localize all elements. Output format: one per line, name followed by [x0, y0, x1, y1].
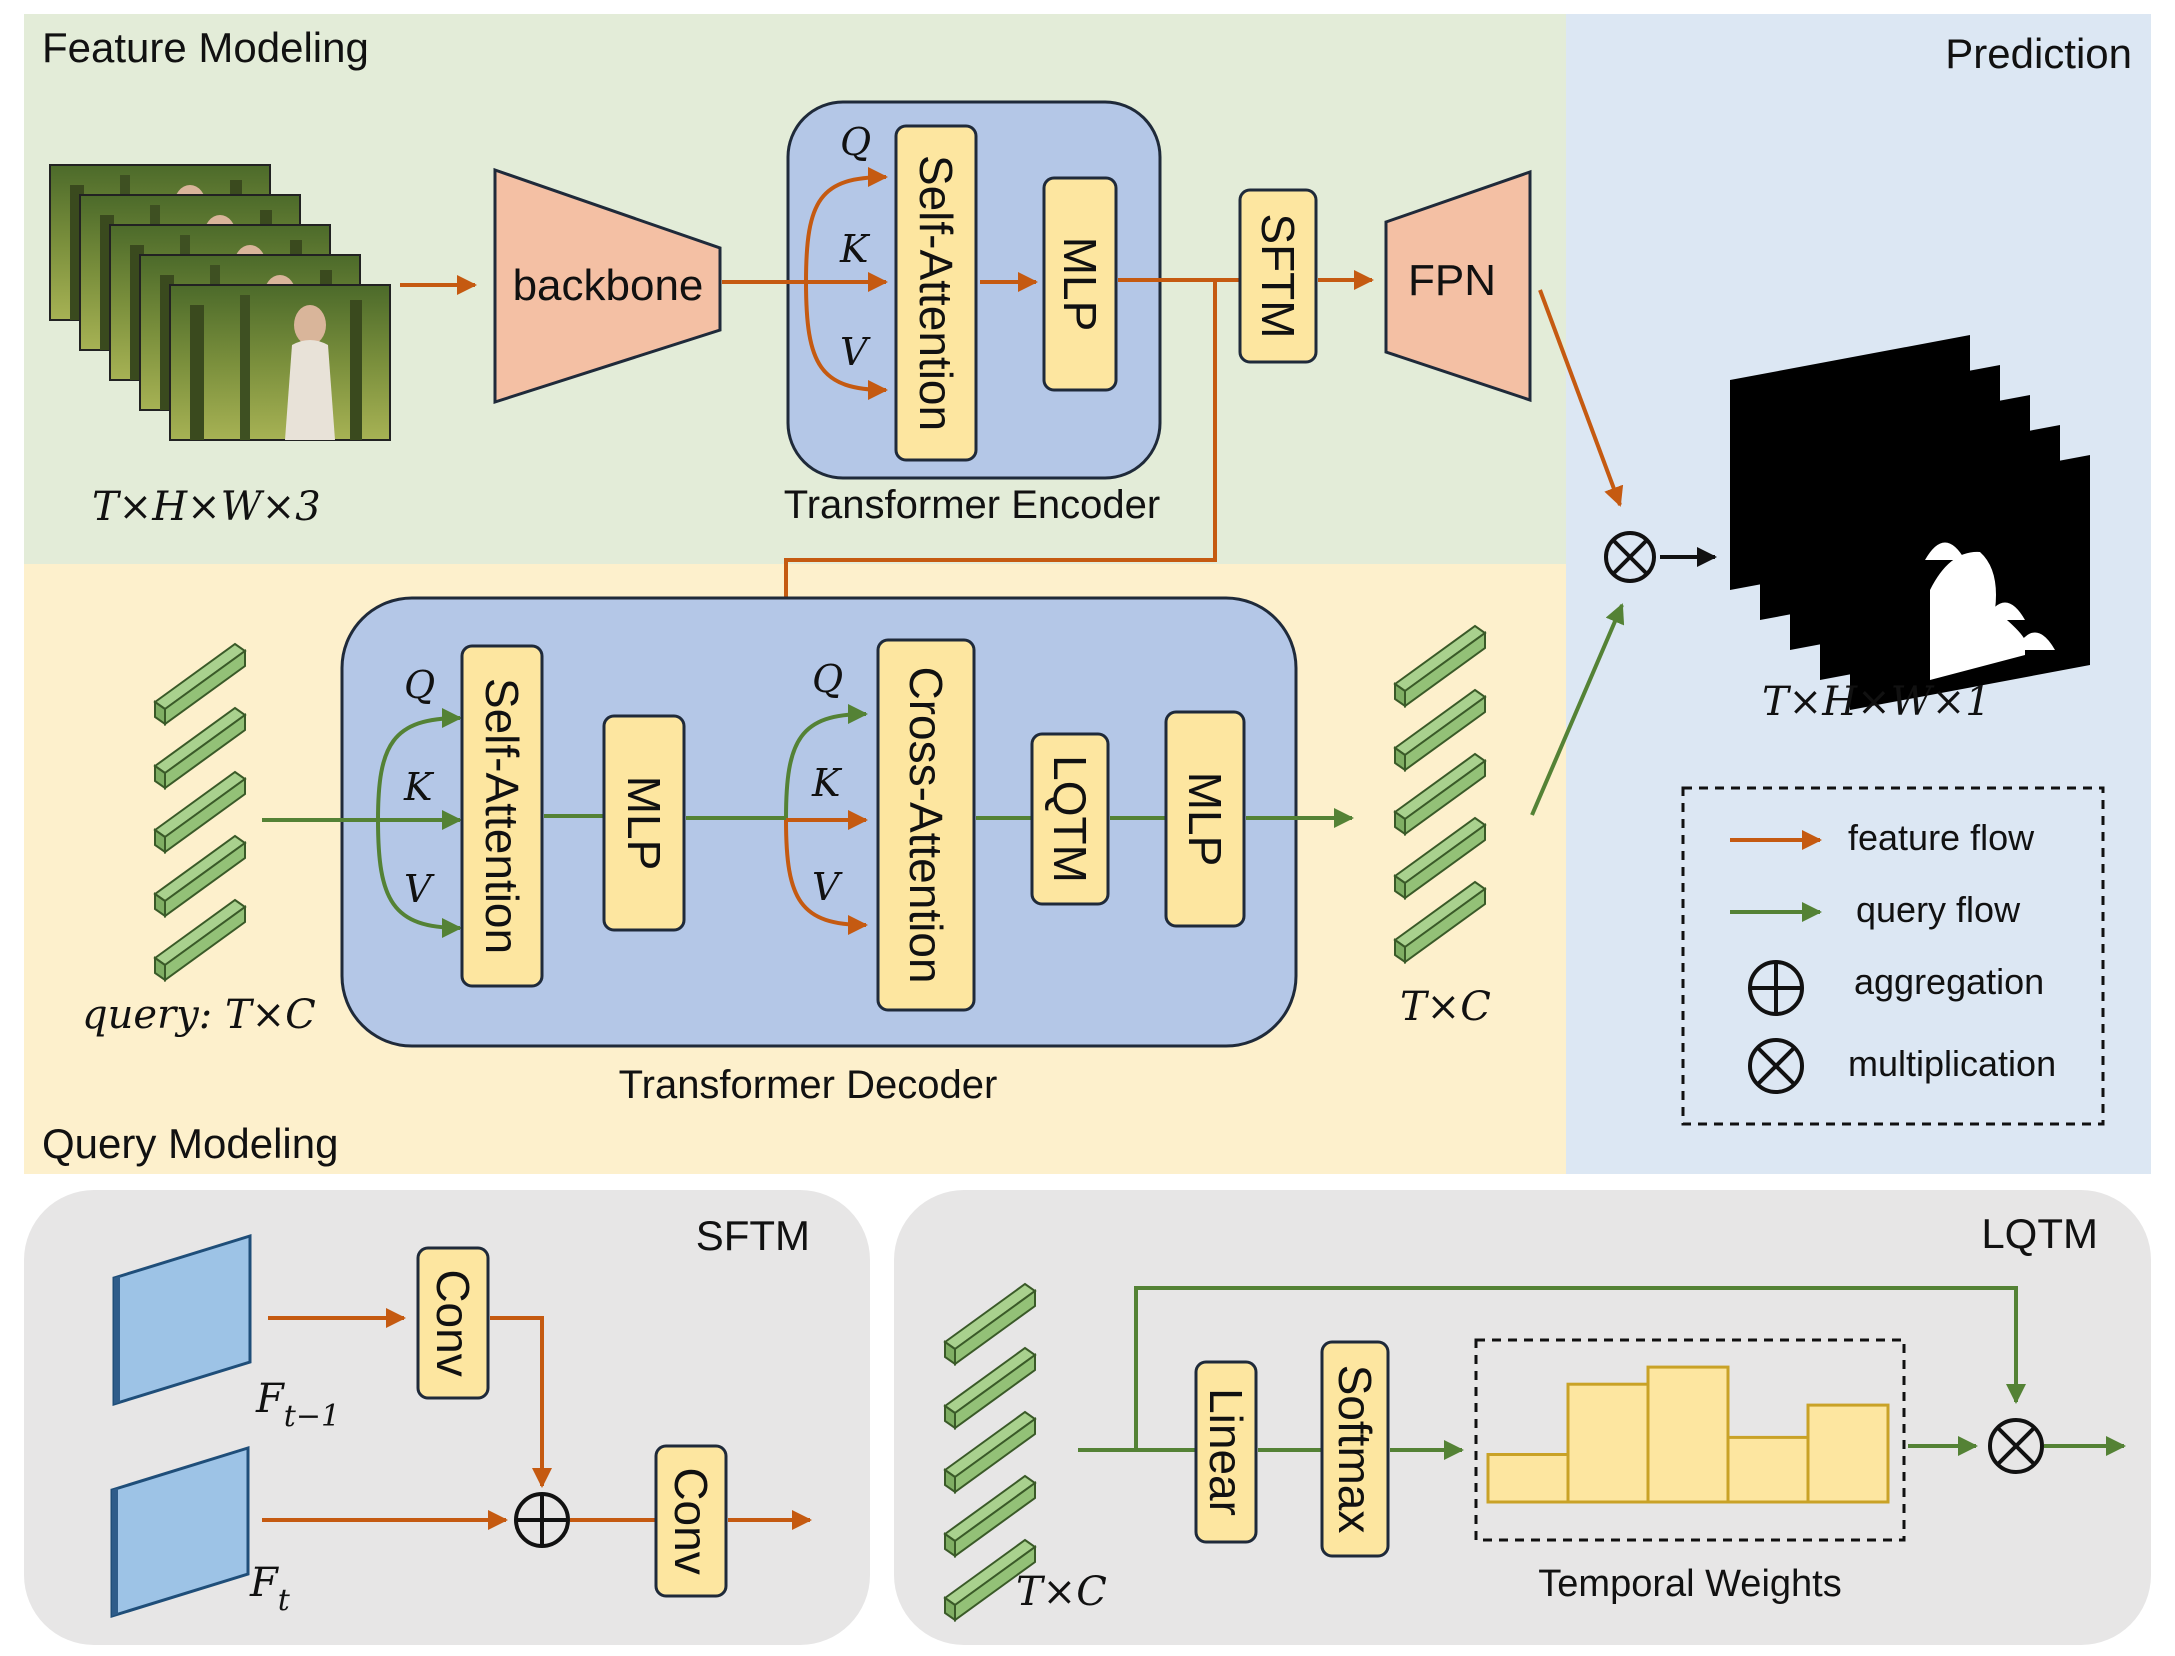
encoder-mlp-label: MLP — [1054, 237, 1106, 332]
decoder-mlp1-block — [602, 714, 686, 932]
query-output-dims: T×C — [1400, 984, 1491, 1030]
decoder-mlp1-label: MLP — [618, 776, 670, 871]
decoder-v1-label: V — [404, 867, 435, 911]
output-masks — [1730, 335, 2090, 710]
prediction-title: Prediction — [1945, 30, 2132, 77]
temporal-weights-box — [1474, 1338, 1906, 1542]
decoder-q2-branch — [784, 704, 868, 819]
temporal-weights-bars — [1486, 1365, 1890, 1504]
decoder-q1-branch — [376, 708, 462, 821]
feature-map-cur — [110, 1445, 250, 1619]
sftm-conv1-block — [416, 1246, 490, 1400]
arrow-conv1-to-agg — [490, 1316, 552, 1488]
decoder-q2-label: Q — [812, 657, 843, 701]
cross-attention-block — [876, 638, 976, 1012]
lqtm-multiply-icon — [1988, 1418, 2044, 1474]
arrow-query-to-mult — [1530, 603, 1625, 816]
linear-label: Linear — [1200, 1388, 1252, 1516]
lqtm-dims-label: T×C — [1016, 1569, 1107, 1615]
decoder-q1-label: Q — [404, 663, 435, 707]
lqtm-module-title: LQTM — [1981, 1210, 2098, 1257]
softmax-block — [1320, 1340, 1390, 1558]
encoder-q-branch — [804, 167, 888, 283]
temporal-weight-bar — [1486, 1453, 1570, 1504]
encoder-v-label: V — [840, 330, 871, 374]
sftm-block-label: SFTM — [1252, 213, 1304, 338]
feature-map-prev — [112, 1233, 252, 1407]
sftm-conv2-label: Conv — [665, 1467, 717, 1574]
input-dims-label: T×H×W×3 — [92, 484, 321, 530]
multiplication-icon — [1748, 1038, 1804, 1094]
query-modeling-title: Query Modeling — [42, 1120, 338, 1167]
legend-query-flow-label: query flow — [1856, 889, 2021, 930]
decoder-k2-label: K — [811, 761, 843, 805]
softmax-label: Softmax — [1329, 1365, 1381, 1534]
encoder-self-attention-block — [894, 124, 978, 462]
legend-feature-flow-label: feature flow — [1848, 817, 2035, 858]
feature-modeling-title: Feature Modeling — [42, 24, 369, 71]
legend-multiplication-label: multiplication — [1848, 1043, 2056, 1084]
sftm-aggregation-icon — [514, 1492, 570, 1548]
sftm-block — [1238, 188, 1318, 364]
lqtm-block-label: LQTM — [1044, 755, 1096, 883]
multiply-icon — [1604, 531, 1656, 583]
cross-attention-label: Cross-Attention — [900, 666, 952, 983]
backbone-trapezoid — [493, 167, 722, 405]
f-cur-label: Ft — [249, 1560, 291, 1618]
lqtm-block — [1030, 732, 1110, 906]
decoder-title: Transformer Decoder — [619, 1063, 998, 1107]
decoder-mlp2-block — [1164, 710, 1246, 928]
decoder-mlp2-label: MLP — [1179, 772, 1231, 867]
temporal-weight-bar — [1726, 1435, 1810, 1504]
temporal-weights-label: Temporal Weights — [1538, 1563, 1841, 1605]
aggregation-icon — [1748, 960, 1804, 1016]
query-input-label: query: T×C — [82, 992, 316, 1038]
encoder-q-label: Q — [840, 120, 871, 164]
fpn-label: FPN — [1408, 256, 1496, 305]
encoder-title: Transformer Encoder — [784, 483, 1160, 527]
encoder-v-branch — [804, 281, 888, 400]
linear-block — [1194, 1360, 1258, 1544]
decoder-v1-branch — [376, 819, 462, 938]
encoder-self-attention-label: Self-Attention — [910, 155, 962, 431]
fpn-trapezoid — [1384, 169, 1532, 403]
decoder-v2-label: V — [812, 865, 843, 909]
backbone-label: backbone — [513, 261, 704, 310]
arrow-skip-connection — [1134, 1286, 2026, 1450]
decoder-self-attention-label: Self-Attention — [476, 678, 528, 954]
legend-aggregation-label: aggregation — [1854, 961, 2044, 1002]
sftm-conv1-label: Conv — [427, 1269, 479, 1376]
prediction-output-dims: T×H×W×1 — [1762, 679, 1991, 725]
encoder-mlp-block — [1042, 176, 1118, 392]
temporal-weight-bar — [1646, 1365, 1730, 1504]
decoder-k1-label: K — [403, 765, 435, 809]
legend-box — [1681, 786, 2105, 1126]
arrow-fpn-to-mult — [1538, 289, 1624, 507]
f-prev-label: Ft−1 — [255, 1376, 340, 1434]
decoder-v2-branch — [784, 819, 868, 935]
sftm-conv2-block — [654, 1444, 728, 1598]
temporal-weight-bar — [1806, 1403, 1890, 1504]
temporal-weight-bar — [1566, 1382, 1650, 1504]
decoder-self-attention-block — [460, 644, 544, 988]
sftm-module-title: SFTM — [696, 1212, 810, 1259]
encoder-k-label: K — [839, 227, 871, 271]
